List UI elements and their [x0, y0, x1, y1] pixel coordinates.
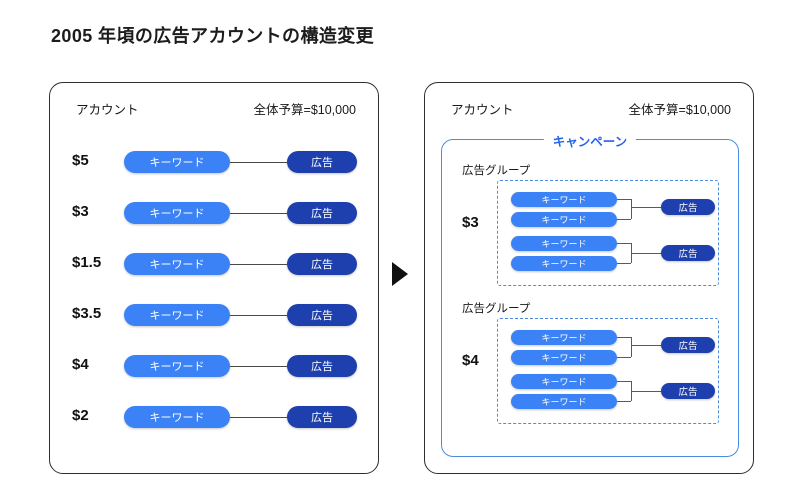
- ad-pill[interactable]: 広告: [287, 151, 357, 173]
- ad-group-title: 広告グループ: [462, 303, 531, 315]
- row-price: $1.5: [72, 254, 102, 271]
- keyword-pill[interactable]: キーワード: [124, 151, 230, 173]
- connector-line: [617, 199, 631, 201]
- keyword-pill[interactable]: キーワード: [511, 256, 617, 271]
- keyword-pill[interactable]: キーワード: [124, 355, 230, 377]
- connector-line: [631, 253, 661, 255]
- keyword-pill[interactable]: キーワード: [124, 304, 230, 326]
- keyword-pill[interactable]: キーワード: [124, 253, 230, 275]
- ad-group-title: 広告グループ: [462, 165, 531, 177]
- ad-group-price: $4: [462, 352, 479, 369]
- ad-pill[interactable]: 広告: [287, 253, 357, 275]
- keyword-pill[interactable]: キーワード: [511, 374, 617, 389]
- table-row: $1.5 キーワード 広告: [50, 253, 378, 275]
- ad-pill[interactable]: 広告: [661, 245, 715, 261]
- connector-line: [631, 391, 661, 393]
- connector-line: [230, 314, 287, 316]
- page-title: 2005 年頃の広告アカウントの構造変更: [51, 26, 375, 46]
- left-budget-label: 全体予算=$10,000: [253, 103, 356, 117]
- row-price: $4: [72, 356, 89, 373]
- table-row: $5 キーワード 広告: [50, 151, 378, 173]
- keyword-pill[interactable]: キーワード: [124, 202, 230, 224]
- connector-line: [230, 416, 287, 418]
- table-row: $4 キーワード 広告: [50, 355, 378, 377]
- row-price: $3: [72, 203, 89, 220]
- ad-pill[interactable]: 広告: [661, 337, 715, 353]
- keyword-pill[interactable]: キーワード: [511, 236, 617, 251]
- keyword-pill[interactable]: キーワード: [511, 192, 617, 207]
- connector-line: [230, 365, 287, 367]
- connector-line: [617, 381, 631, 383]
- row-price: $5: [72, 152, 89, 169]
- connector-line: [617, 337, 631, 339]
- connector-line: [617, 357, 631, 359]
- play-triangle-right-icon: [392, 262, 408, 286]
- connector-line: [631, 345, 661, 347]
- row-price: $3.5: [72, 305, 102, 322]
- ad-pill[interactable]: 広告: [287, 406, 357, 428]
- table-row: $3 キーワード 広告: [50, 202, 378, 224]
- connector-line: [617, 219, 631, 221]
- right-account-panel: アカウント 全体予算=$10,000 キャンペーン 広告グループ $3 キーワー…: [424, 82, 754, 474]
- connector-line: [631, 207, 661, 209]
- connector-line: [631, 337, 633, 357]
- right-panel-header: アカウント 全体予算=$10,000: [425, 99, 753, 117]
- connector-line: [230, 212, 287, 214]
- table-row: $2 キーワード 広告: [50, 406, 378, 428]
- ad-pill[interactable]: 広告: [661, 199, 715, 215]
- keyword-pill[interactable]: キーワード: [511, 212, 617, 227]
- connector-line: [230, 161, 287, 163]
- campaign-container: キャンペーン 広告グループ $3 キーワード キーワード キーワード キーワード…: [441, 131, 739, 457]
- table-row: $3.5 キーワード 広告: [50, 304, 378, 326]
- right-account-label: アカウント: [451, 103, 514, 117]
- ad-group-price: $3: [462, 214, 479, 231]
- ad-pill[interactable]: 広告: [287, 355, 357, 377]
- left-account-panel: アカウント 全体予算=$10,000 $5 キーワード 広告 $3 キーワード …: [49, 82, 379, 474]
- ad-group-dashed-box: キーワード キーワード キーワード キーワード 広告 広告: [497, 318, 719, 424]
- left-panel-header: アカウント 全体予算=$10,000: [50, 99, 378, 117]
- connector-line: [631, 199, 633, 219]
- keyword-pill[interactable]: キーワード: [511, 394, 617, 409]
- connector-line: [617, 263, 631, 265]
- right-budget-label: 全体予算=$10,000: [628, 103, 731, 117]
- connector-line: [617, 401, 631, 403]
- row-price: $2: [72, 407, 89, 424]
- connector-line: [617, 243, 631, 245]
- keyword-pill[interactable]: キーワード: [511, 350, 617, 365]
- campaign-label: キャンペーン: [543, 131, 637, 150]
- keyword-pill[interactable]: キーワード: [511, 330, 617, 345]
- ad-pill[interactable]: 広告: [287, 202, 357, 224]
- ad-pill[interactable]: 広告: [661, 383, 715, 399]
- ad-pill[interactable]: 広告: [287, 304, 357, 326]
- ad-group-dashed-box: キーワード キーワード キーワード キーワード 広告 広告: [497, 180, 719, 286]
- keyword-pill[interactable]: キーワード: [124, 406, 230, 428]
- connector-line: [230, 263, 287, 265]
- left-account-label: アカウント: [76, 103, 139, 117]
